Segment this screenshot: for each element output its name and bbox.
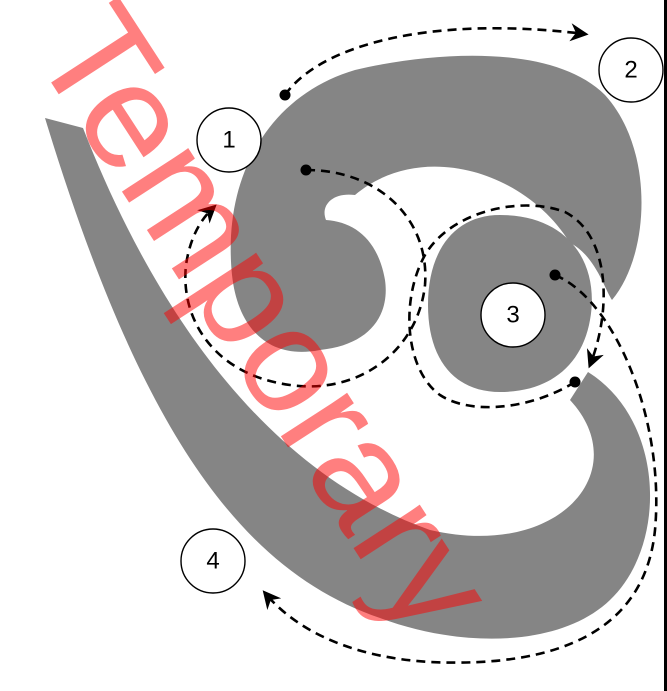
start-dot-2 [280, 90, 291, 101]
step-marker-3: 3 [481, 283, 545, 347]
step-label-2: 2 [624, 57, 637, 84]
step-marker-4: 4 [181, 529, 245, 593]
step-label-3: 3 [506, 302, 519, 329]
start-dot-1 [301, 165, 312, 176]
step-marker-2: 2 [599, 38, 663, 102]
start-dot-4 [550, 270, 561, 281]
step-label-4: 4 [206, 548, 219, 575]
start-dot-3 [570, 377, 581, 388]
